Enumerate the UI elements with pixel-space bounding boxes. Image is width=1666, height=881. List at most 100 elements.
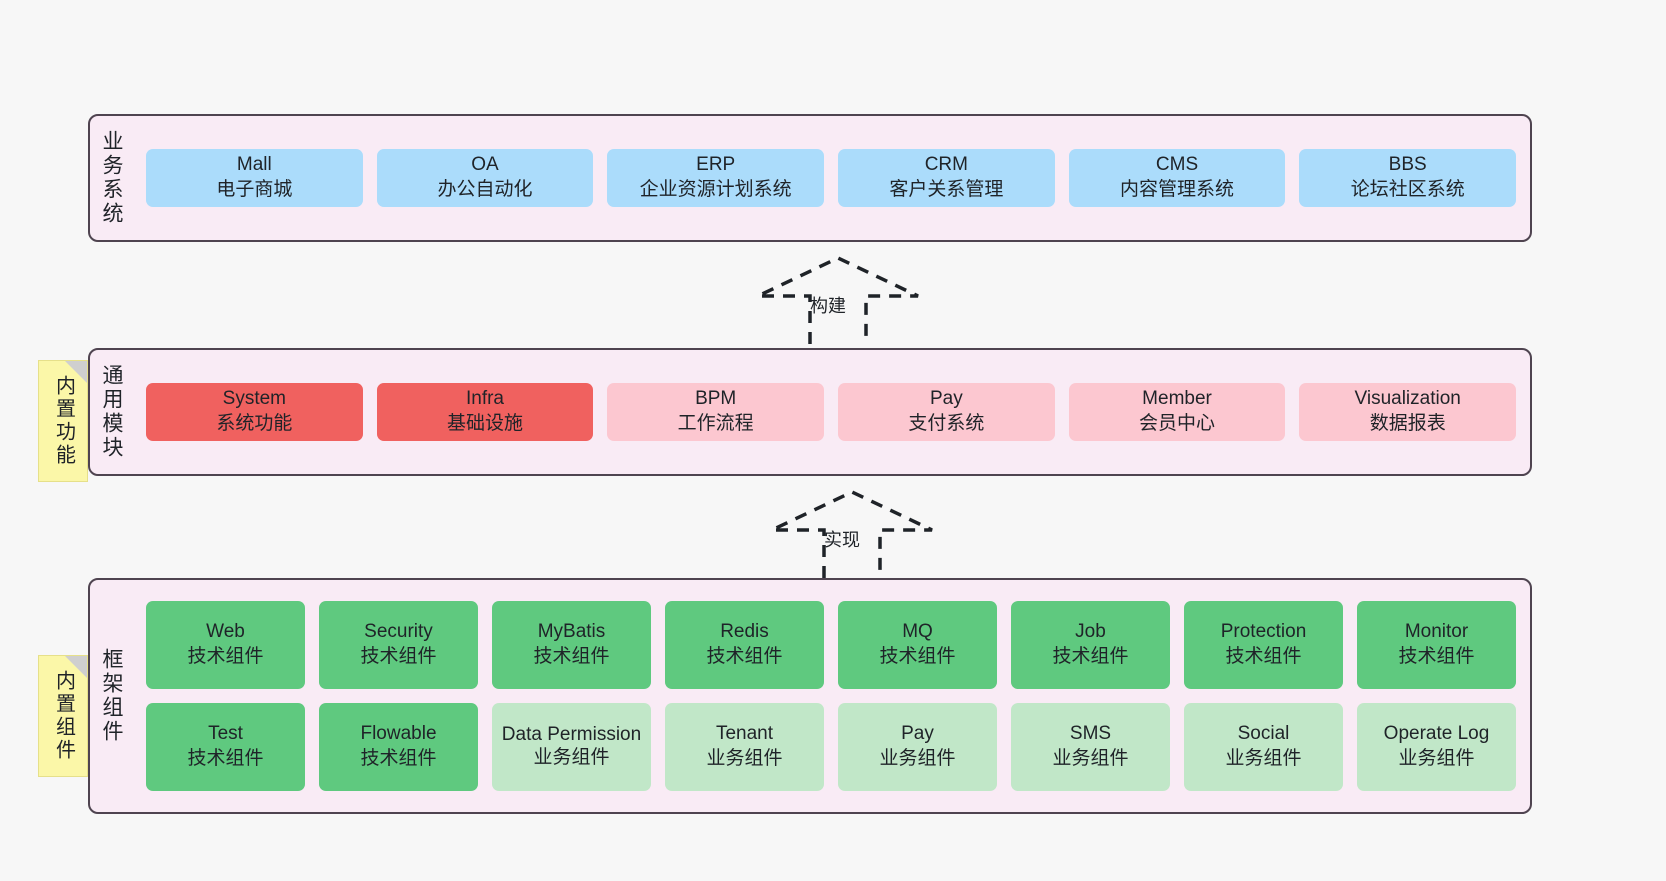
card-title: MyBatis <box>537 621 606 643</box>
card-subtitle: 办公自动化 <box>437 179 533 200</box>
card-mybatis[interactable]: MyBatis 技术组件 <box>492 601 651 689</box>
card-subtitle: 系统功能 <box>216 413 293 434</box>
card-subtitle: 技术组件 <box>187 646 264 667</box>
note-text: 内置功能 <box>52 375 75 467</box>
section-label-framework-components: 框架组件 <box>90 580 132 812</box>
card-tenant[interactable]: Tenant 业务组件 <box>665 703 824 791</box>
sticky-note-builtin-features: 内置功能 <box>38 360 88 482</box>
section-title-text: 框架组件 <box>100 648 124 744</box>
card-operate-log[interactable]: Operate Log 业务组件 <box>1357 703 1516 791</box>
card-infra[interactable]: Infra 基础设施 <box>376 383 594 441</box>
card-title: CMS <box>1155 154 1199 176</box>
card-subtitle: 会员中心 <box>1139 413 1216 434</box>
card-row: Test 技术组件 Flowable 技术组件 Data Permission … <box>146 703 1516 791</box>
card-subtitle: 业务组件 <box>533 746 610 768</box>
card-title: Test <box>208 723 243 745</box>
card-subtitle: 技术组件 <box>1052 646 1129 667</box>
card-subtitle: 技术组件 <box>360 646 437 667</box>
card-subtitle: 业务组件 <box>879 748 956 769</box>
card-title: MQ <box>902 621 933 643</box>
card-system[interactable]: System 系统功能 <box>146 383 363 441</box>
card-title: Security <box>364 621 433 643</box>
card-data-permission[interactable]: Data Permission 业务组件 <box>492 703 651 791</box>
card-title: Monitor <box>1404 621 1469 643</box>
card-crm[interactable]: CRM 客户关系管理 <box>838 149 1055 207</box>
connector-build-arrow <box>750 256 930 348</box>
card-title: BBS <box>1388 154 1427 176</box>
card-subtitle: 工作流程 <box>677 413 754 434</box>
card-job[interactable]: Job 技术组件 <box>1011 601 1170 689</box>
card-flowable[interactable]: Flowable 技术组件 <box>319 703 478 791</box>
note-fold-icon <box>65 656 87 678</box>
card-title: Flowable <box>360 723 437 745</box>
card-member[interactable]: Member 会员中心 <box>1068 383 1286 441</box>
section-body-framework-components: Web 技术组件 Security 技术组件 MyBatis 技术组件 Redi… <box>132 580 1530 812</box>
card-social[interactable]: Social 业务组件 <box>1184 703 1343 791</box>
section-body-common-modules: System 系统功能 Infra 基础设施 BPM 工作流程 Pay 支付系统… <box>132 350 1530 474</box>
card-subtitle: 基础设施 <box>447 413 524 434</box>
card-bpm[interactable]: BPM 工作流程 <box>607 383 825 441</box>
card-cms[interactable]: CMS 内容管理系统 <box>1068 149 1286 207</box>
card-monitor[interactable]: Monitor 技术组件 <box>1357 601 1516 689</box>
card-title: Operate Log <box>1383 723 1490 745</box>
card-title: System <box>222 388 287 410</box>
card-row: System 系统功能 Infra 基础设施 BPM 工作流程 Pay 支付系统… <box>146 383 1517 441</box>
card-erp[interactable]: ERP 企业资源计划系统 <box>607 149 825 207</box>
connector-label-text: 构建 <box>810 296 846 316</box>
card-test[interactable]: Test 技术组件 <box>146 703 305 791</box>
card-protection[interactable]: Protection 技术组件 <box>1184 601 1343 689</box>
card-subtitle: 技术组件 <box>1225 646 1302 667</box>
card-title: Pay <box>929 388 963 410</box>
card-oa[interactable]: OA 办公自动化 <box>376 149 594 207</box>
card-title: ERP <box>696 154 736 176</box>
card-title: Web <box>206 621 245 643</box>
card-title: SMS <box>1069 723 1112 745</box>
card-title: Social <box>1237 723 1290 745</box>
card-subtitle: 技术组件 <box>533 646 610 667</box>
section-label-common-modules: 通用模块 <box>90 350 132 474</box>
card-subtitle: 技术组件 <box>706 646 783 667</box>
card-title: BPM <box>695 388 737 410</box>
card-title: Member <box>1142 388 1212 410</box>
card-sms[interactable]: SMS 业务组件 <box>1011 703 1170 791</box>
card-visualization[interactable]: Visualization 数据报表 <box>1299 383 1517 441</box>
card-subtitle: 技术组件 <box>879 646 956 667</box>
card-pay-component[interactable]: Pay 业务组件 <box>838 703 997 791</box>
card-security[interactable]: Security 技术组件 <box>319 601 478 689</box>
card-title: Visualization <box>1354 388 1461 410</box>
card-subtitle: 数据报表 <box>1369 413 1446 434</box>
card-subtitle: 技术组件 <box>360 748 437 769</box>
card-mall[interactable]: Mall 电子商城 <box>146 149 363 207</box>
card-bbs[interactable]: BBS 论坛社区系统 <box>1299 149 1517 207</box>
card-pay-module[interactable]: Pay 支付系统 <box>838 383 1055 441</box>
section-title-text: 业务系统 <box>100 130 124 226</box>
section-framework-components: 框架组件 Web 技术组件 Security 技术组件 MyBatis 技术组件… <box>88 578 1532 814</box>
card-redis[interactable]: Redis 技术组件 <box>665 601 824 689</box>
connector-implement-arrow <box>764 490 944 582</box>
card-row: Web 技术组件 Security 技术组件 MyBatis 技术组件 Redi… <box>146 601 1516 689</box>
card-subtitle: 业务组件 <box>1225 748 1302 769</box>
card-subtitle: 业务组件 <box>1052 748 1129 769</box>
card-subtitle: 业务组件 <box>706 748 783 769</box>
card-subtitle: 论坛社区系统 <box>1350 179 1465 200</box>
note-fold-icon <box>65 361 87 383</box>
card-subtitle: 技术组件 <box>187 748 264 769</box>
card-title: Pay <box>901 723 934 745</box>
connector-build-label: 构建 <box>810 292 846 318</box>
card-mq[interactable]: MQ 技术组件 <box>838 601 997 689</box>
note-text: 内置组件 <box>52 670 75 762</box>
card-subtitle: 企业资源计划系统 <box>639 179 792 200</box>
card-subtitle: 电子商城 <box>216 179 293 200</box>
card-row: Mall 电子商城 OA 办公自动化 ERP 企业资源计划系统 CRM 客户关系… <box>146 149 1517 207</box>
sticky-note-builtin-components: 内置组件 <box>38 655 88 777</box>
section-common-modules: 通用模块 System 系统功能 Infra 基础设施 BPM 工作流程 Pay <box>88 348 1532 476</box>
connector-implement-label: 实现 <box>824 526 860 552</box>
card-subtitle: 内容管理系统 <box>1120 179 1235 200</box>
card-title: CRM <box>924 154 968 176</box>
card-web[interactable]: Web 技术组件 <box>146 601 305 689</box>
section-business-systems: 业务系统 Mall 电子商城 OA 办公自动化 ERP 企业资源计划系统 CRM <box>88 114 1532 242</box>
section-label-business-systems: 业务系统 <box>90 116 132 240</box>
card-title: Infra <box>465 388 505 410</box>
card-title: Job <box>1075 621 1106 643</box>
connector-label-text: 实现 <box>824 530 860 550</box>
